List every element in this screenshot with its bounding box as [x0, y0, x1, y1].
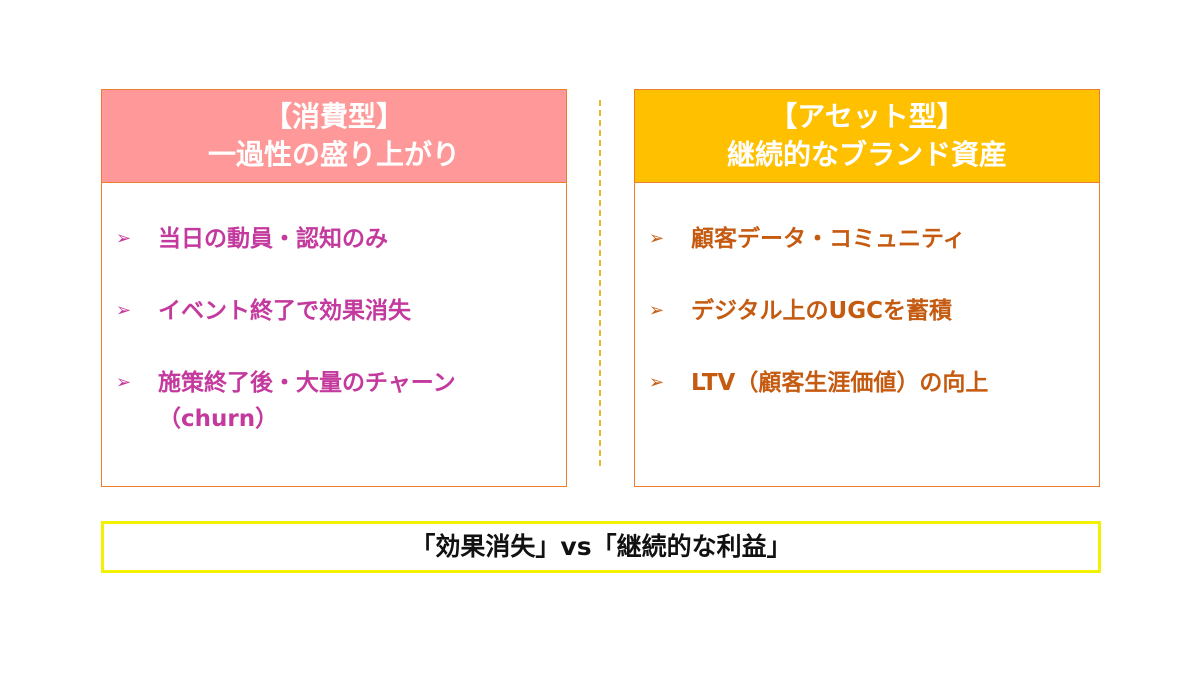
list-item: ➢ イベント終了で効果消失 — [116, 293, 566, 329]
arrow-bullet-icon: ➢ — [116, 372, 132, 393]
panel-subtitle: 一過性の盛り上がり — [207, 138, 460, 171]
arrow-bullet-icon: ➢ — [116, 300, 132, 321]
panel-subtitle: 継続的なブランド資産 — [726, 138, 1007, 171]
divider-dashed-line — [599, 100, 601, 466]
arrow-bullet-icon: ➢ — [116, 228, 132, 249]
list-item-text: デジタル上のUGCを蓄積 — [691, 298, 952, 324]
list-item: ➢ LTV（顧客生涯価値）の向上 — [649, 365, 1099, 401]
list-item: ➢ 当日の動員・認知のみ — [116, 221, 566, 257]
asset-list: ➢ 顧客データ・コミュニティ ➢ デジタル上のUGCを蓄積 ➢ LTV（顧客生涯価値）… — [635, 183, 1099, 401]
summary-box: 「効果消失」vs「継続的な利益」 — [101, 521, 1101, 573]
panel-title: 【消費型】 — [263, 100, 404, 133]
list-item-text: LTV（顧客生涯価値）の向上 — [691, 370, 989, 396]
arrow-bullet-icon: ➢ — [649, 300, 665, 321]
list-item-text: イベント終了で効果消失 — [158, 298, 411, 324]
list-item: ➢ デジタル上のUGCを蓄積 — [649, 293, 1099, 329]
consumption-list: ➢ 当日の動員・認知のみ ➢ イベント終了で効果消失 ➢ 施策終了後・大量のチャーン（… — [102, 183, 566, 437]
panel-title: 【アセット型】 — [769, 100, 965, 133]
arrow-bullet-icon: ➢ — [649, 372, 665, 393]
arrow-bullet-icon: ➢ — [649, 228, 665, 249]
list-item-text: 施策終了後・大量のチャーン（churn） — [158, 370, 456, 432]
list-item: ➢ 顧客データ・コミュニティ — [649, 221, 1099, 257]
consumption-type-panel: 【消費型】 一過性の盛り上がり ➢ 当日の動員・認知のみ ➢ イベント終了で効果消失… — [101, 89, 567, 487]
list-item: ➢ 施策終了後・大量のチャーン（churn） — [116, 365, 566, 437]
list-item-text: 当日の動員・認知のみ — [158, 226, 388, 252]
consumption-type-header: 【消費型】 一過性の盛り上がり — [102, 90, 566, 183]
asset-type-panel: 【アセット型】 継続的なブランド資産 ➢ 顧客データ・コミュニティ ➢ デジタル上の… — [634, 89, 1100, 487]
asset-type-header: 【アセット型】 継続的なブランド資産 — [635, 90, 1099, 183]
list-item-text: 顧客データ・コミュニティ — [691, 226, 966, 252]
